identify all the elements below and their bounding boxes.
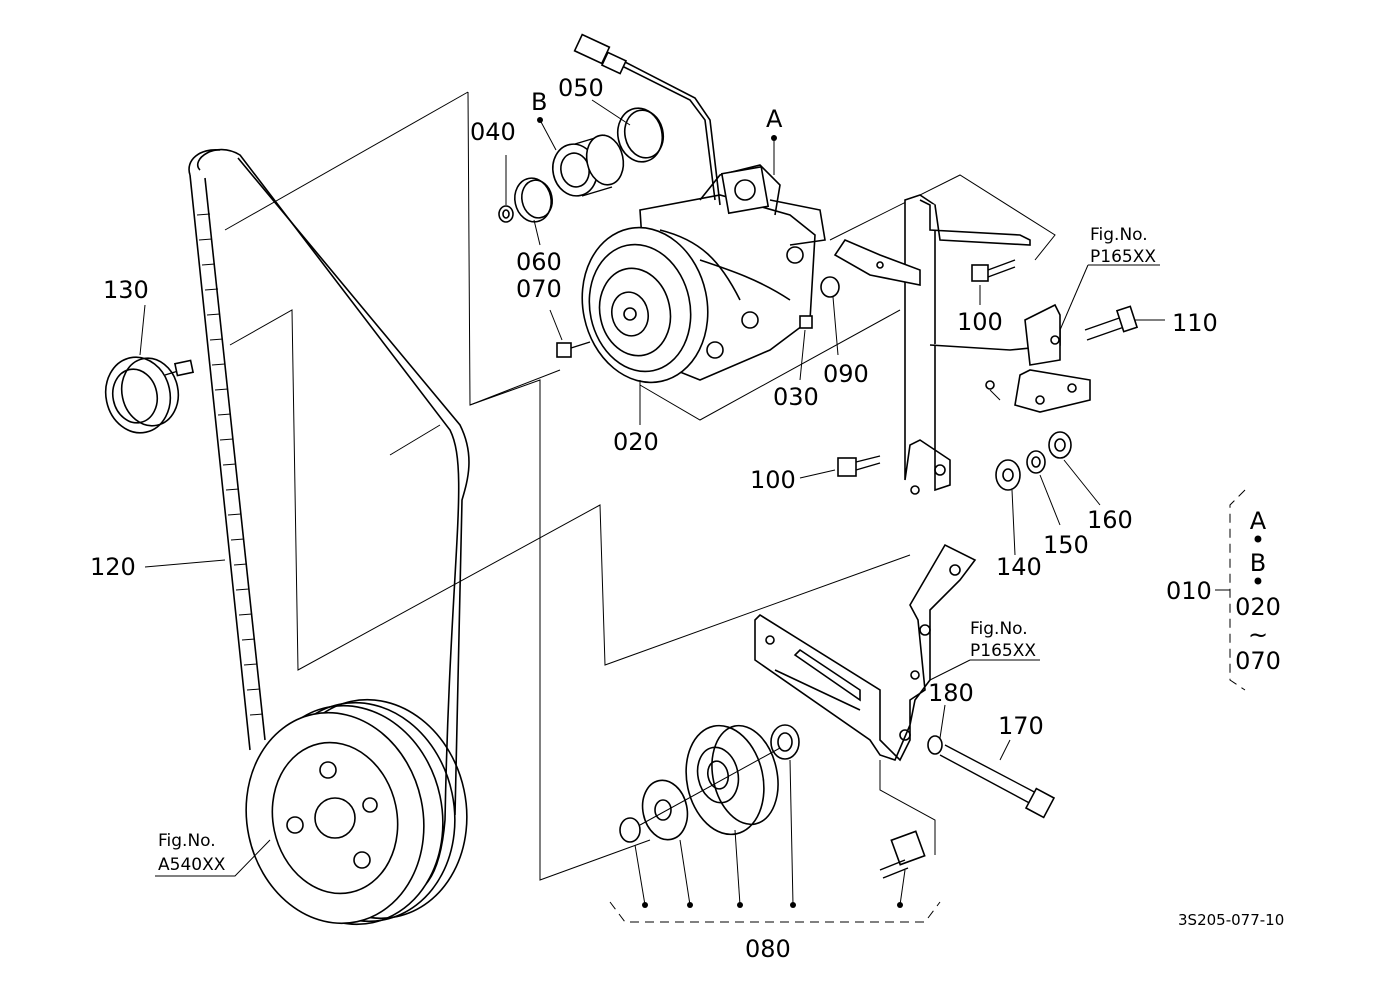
figure-references: Fig.No. P165XX Fig.No. P165XX Fig.No. A5… bbox=[158, 225, 1156, 875]
callout-110: 110 bbox=[1172, 309, 1218, 337]
fig-ref-3-line1: Fig.No. bbox=[158, 831, 216, 851]
callout-070: 070 bbox=[516, 275, 562, 303]
washer-140 bbox=[995, 459, 1021, 491]
bolt-030 bbox=[799, 315, 813, 329]
spring-washer-150 bbox=[1026, 450, 1046, 474]
legend-sep-2: • bbox=[1251, 568, 1265, 596]
pulley-080 bbox=[685, 724, 765, 836]
legend-tilde: ~ bbox=[1248, 621, 1268, 649]
callout-120: 120 bbox=[90, 553, 136, 581]
marker-a: A bbox=[766, 105, 783, 133]
legend-a: A bbox=[1250, 507, 1267, 535]
crankshaft-pulley bbox=[245, 698, 468, 926]
compressor-020 bbox=[573, 33, 826, 384]
callout-100-upper: 100 bbox=[957, 308, 1003, 336]
bolt-170 bbox=[1024, 787, 1056, 819]
callout-060: 060 bbox=[516, 248, 562, 276]
callout-140: 140 bbox=[996, 553, 1042, 581]
callout-050: 050 bbox=[558, 74, 604, 102]
callout-040: 040 bbox=[470, 118, 516, 146]
compressor-bracket bbox=[833, 194, 1091, 495]
washer-180 bbox=[927, 735, 943, 755]
callout-010: 010 bbox=[1166, 577, 1212, 605]
bolt-070 bbox=[556, 342, 572, 358]
callout-labels: 040 050 060 070 020 030 090 100 100 110 … bbox=[90, 74, 1218, 963]
collar-080 bbox=[770, 724, 800, 760]
callout-090: 090 bbox=[823, 360, 869, 388]
callout-030: 030 bbox=[773, 383, 819, 411]
legend-b: B bbox=[1250, 549, 1266, 577]
callout-100-lower: 100 bbox=[750, 466, 796, 494]
fig-ref-2-line2: P165XX bbox=[970, 641, 1036, 661]
bolt-110 bbox=[1115, 305, 1139, 333]
fig-ref-1-line1: Fig.No. bbox=[1090, 225, 1148, 245]
callout-170: 170 bbox=[998, 712, 1044, 740]
callout-160: 160 bbox=[1087, 506, 1133, 534]
idler-pulley-130 bbox=[104, 356, 195, 434]
callout-020: 020 bbox=[613, 428, 659, 456]
callout-130: 130 bbox=[103, 276, 149, 304]
callout-150: 150 bbox=[1043, 531, 1089, 559]
guide-frame-lines bbox=[224, 91, 1056, 881]
callout-080: 080 bbox=[745, 935, 791, 963]
assembly-legend: A • B • 020 ~ 070 bbox=[1235, 507, 1281, 675]
washer-040 bbox=[498, 205, 514, 223]
callout-180: 180 bbox=[928, 679, 974, 707]
nut-160 bbox=[1048, 431, 1072, 459]
bolts bbox=[837, 259, 1139, 879]
fig-ref-2-line1: Fig.No. bbox=[970, 619, 1028, 639]
legend-sep-1: • bbox=[1251, 526, 1265, 554]
washers-140-160 bbox=[995, 431, 1072, 491]
legend-to: 070 bbox=[1235, 647, 1281, 675]
fig-ref-3-line2: A540XX bbox=[158, 855, 226, 875]
bolt-100-upper bbox=[971, 264, 989, 282]
tensioner-bracket bbox=[754, 543, 977, 855]
fig-ref-1-line2: P165XX bbox=[1090, 247, 1156, 267]
tension-pulley-assembly-080 bbox=[619, 724, 800, 843]
nut-080 bbox=[619, 817, 641, 843]
marker-b: B bbox=[531, 88, 547, 116]
small-parts-top bbox=[498, 107, 840, 358]
bolt-100-lower bbox=[837, 457, 857, 477]
drawing-code: 3S205-077-10 bbox=[1178, 911, 1284, 929]
plate-080 bbox=[641, 779, 689, 841]
leader-lines bbox=[139, 99, 1246, 923]
legend-from: 020 bbox=[1235, 593, 1281, 621]
